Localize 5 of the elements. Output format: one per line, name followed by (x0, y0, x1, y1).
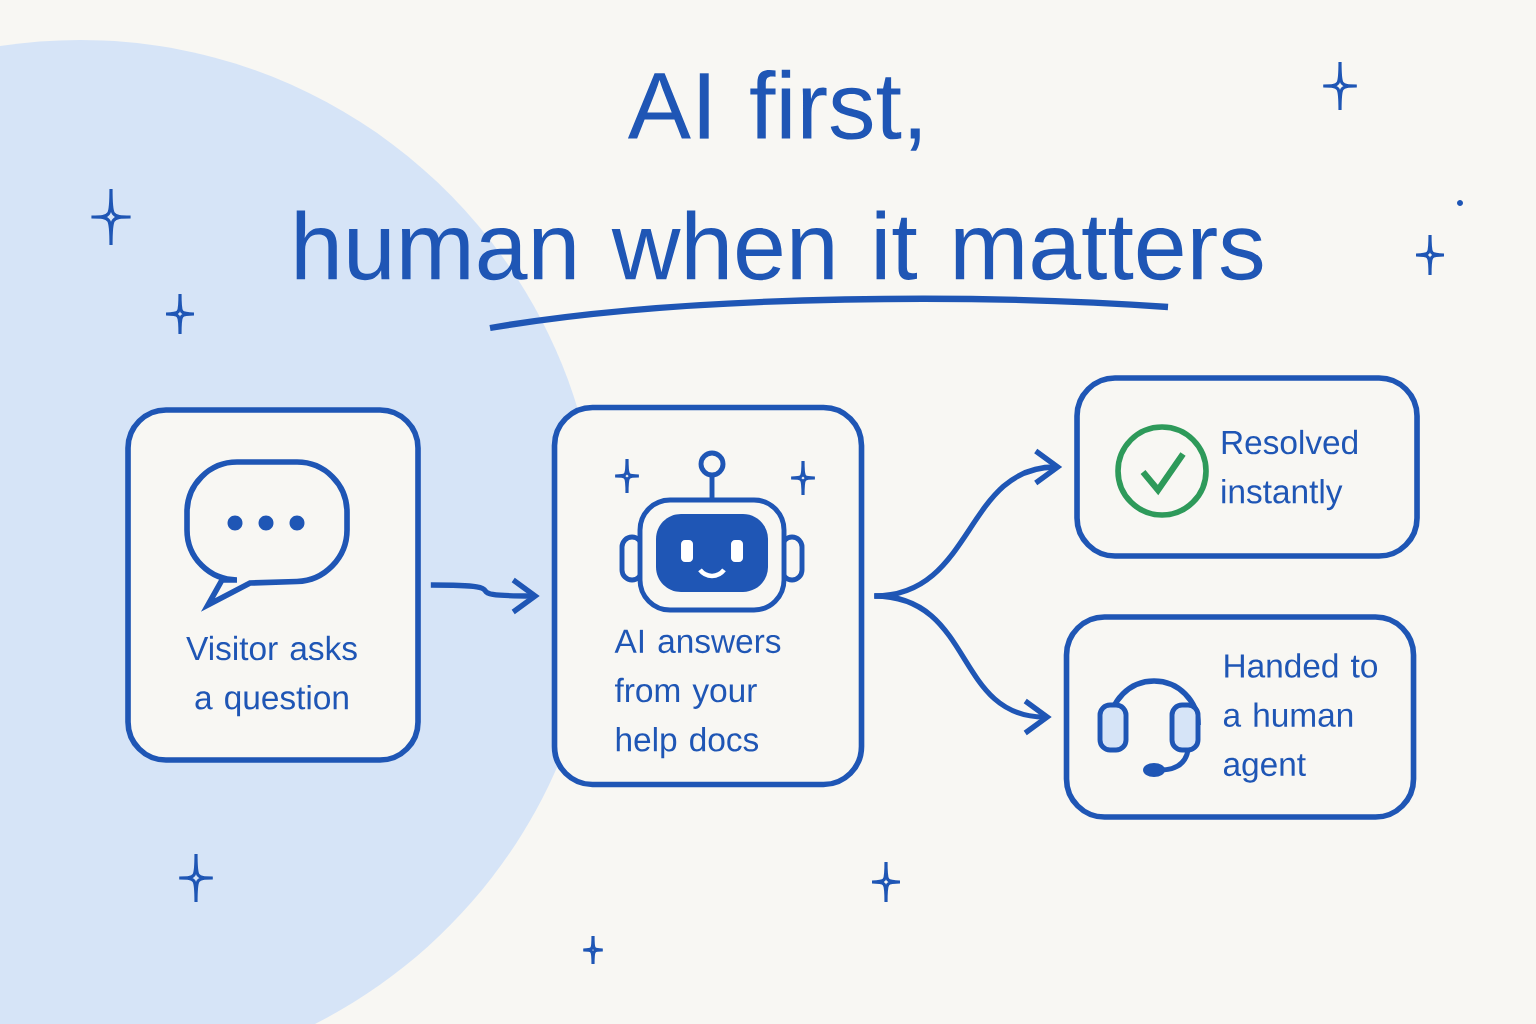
arrow (430, 577, 540, 615)
process-box: Resolved instantly (1074, 375, 1420, 559)
arrow (874, 593, 1052, 736)
process-box: Handed to a human agent (1063, 614, 1417, 820)
title: AI first, human when it matters (296, 69, 1263, 281)
